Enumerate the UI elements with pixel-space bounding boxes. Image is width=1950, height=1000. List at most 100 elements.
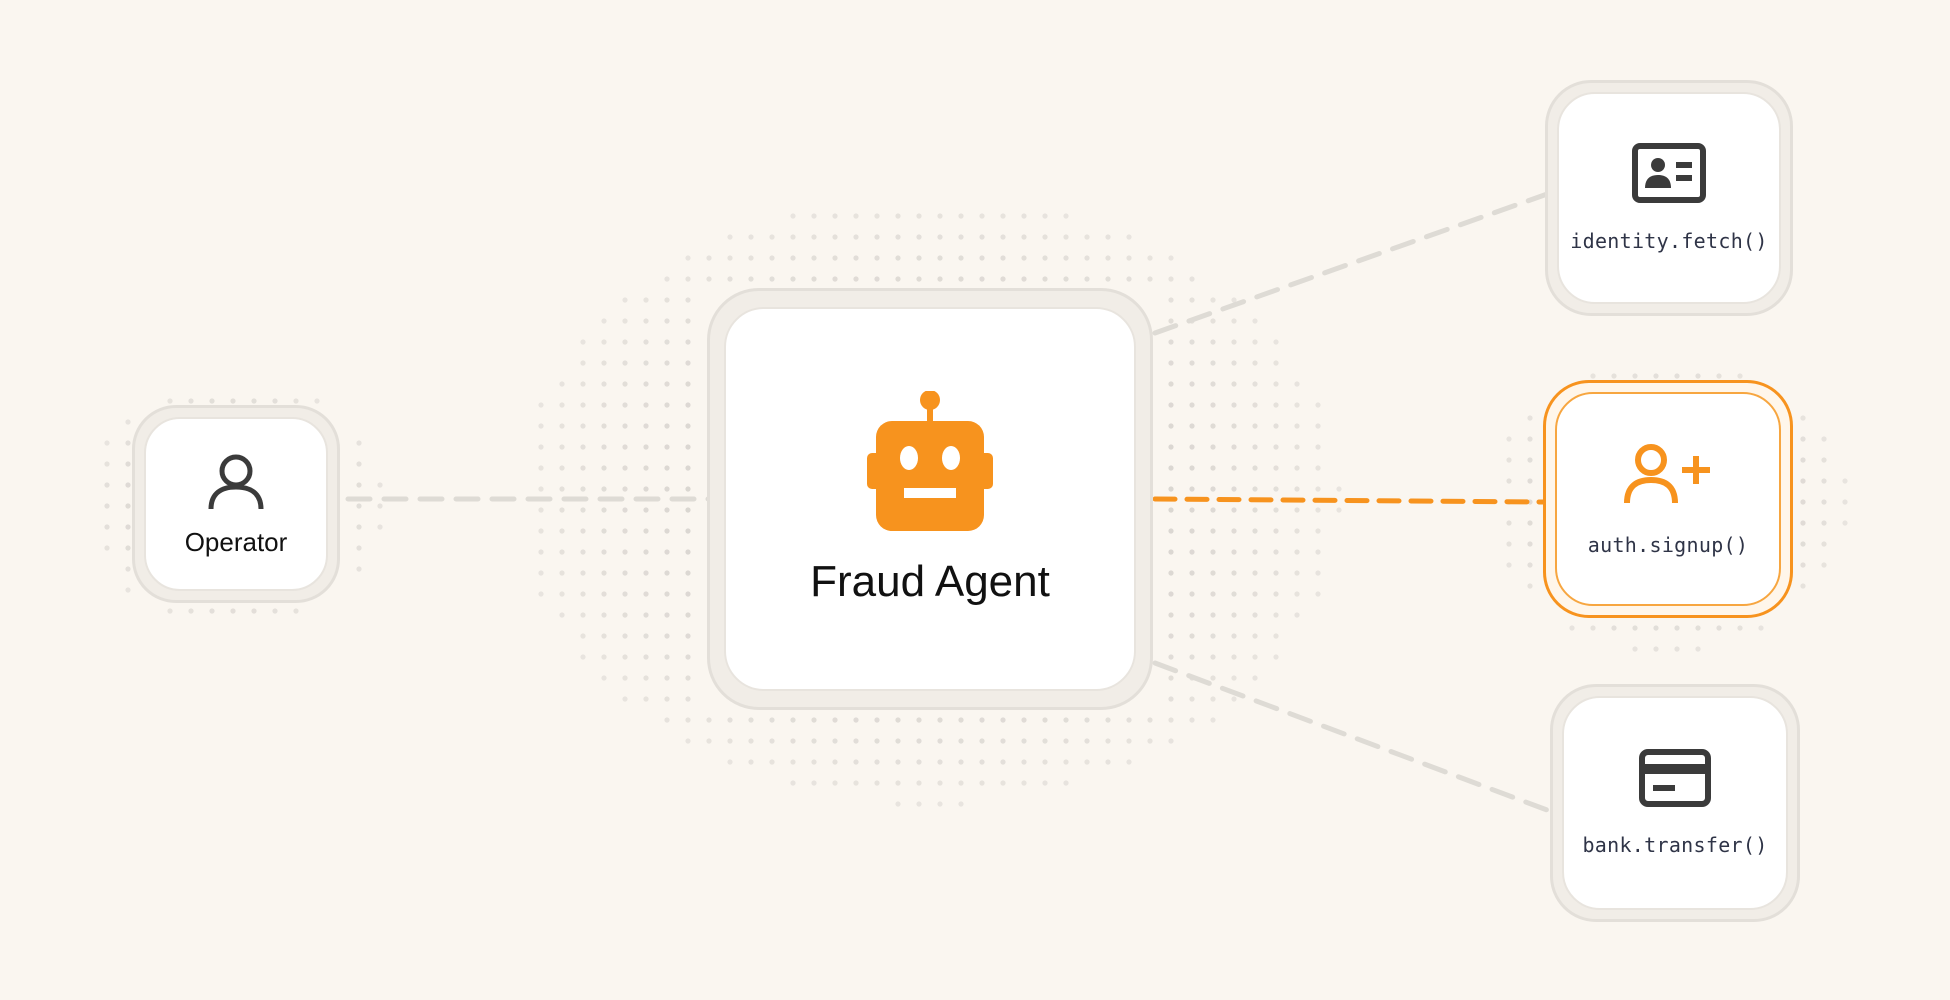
background-dot xyxy=(356,482,362,488)
background-dot xyxy=(104,482,110,488)
background-dot xyxy=(622,654,628,660)
background-dot xyxy=(1800,457,1806,463)
id-card-icon xyxy=(1632,143,1706,203)
background-dot xyxy=(1231,591,1237,597)
background-dot xyxy=(622,360,628,366)
background-dot xyxy=(559,528,565,534)
background-dot xyxy=(1210,360,1216,366)
background-dot xyxy=(580,339,586,345)
background-dot xyxy=(1611,625,1617,631)
background-dot xyxy=(685,255,691,261)
background-dot xyxy=(1084,255,1090,261)
background-dot xyxy=(1653,625,1659,631)
agent-label: Fraud Agent xyxy=(810,557,1050,606)
background-dot xyxy=(1105,276,1111,282)
background-dot xyxy=(1842,478,1848,484)
background-dot xyxy=(1231,402,1237,408)
tool-node-auth-signup[interactable]: auth.signup() xyxy=(1543,380,1793,618)
background-dot xyxy=(1800,583,1806,589)
background-dot xyxy=(1252,591,1258,597)
background-dot xyxy=(1252,465,1258,471)
background-dot xyxy=(685,486,691,492)
background-dot xyxy=(230,608,236,614)
background-dot xyxy=(1063,276,1069,282)
background-dot xyxy=(979,276,985,282)
edge-agent-auth xyxy=(1152,496,1548,505)
background-dot xyxy=(811,276,817,282)
background-dot xyxy=(1315,507,1321,513)
tool-node-bank-transfer[interactable]: bank.transfer() xyxy=(1550,684,1800,922)
background-dot xyxy=(1273,444,1279,450)
background-dot xyxy=(643,570,649,576)
background-dot xyxy=(811,213,817,219)
background-dot xyxy=(1716,625,1722,631)
background-dot xyxy=(601,675,607,681)
background-dot xyxy=(1168,570,1174,576)
background-dot xyxy=(874,780,880,786)
background-dot xyxy=(895,801,901,807)
background-dot xyxy=(1632,625,1638,631)
background-dot xyxy=(958,255,964,261)
background-dot xyxy=(622,675,628,681)
background-dot xyxy=(664,717,670,723)
background-dot xyxy=(538,423,544,429)
background-dot xyxy=(1021,234,1027,240)
background-dot xyxy=(1084,738,1090,744)
background-dot xyxy=(853,276,859,282)
background-dot xyxy=(1252,381,1258,387)
background-dot xyxy=(1168,402,1174,408)
background-dot xyxy=(685,549,691,555)
background-dot xyxy=(685,360,691,366)
background-dot xyxy=(769,234,775,240)
background-dot xyxy=(1252,612,1258,618)
background-dot xyxy=(1527,478,1533,484)
background-dot xyxy=(1273,465,1279,471)
background-dot xyxy=(1105,717,1111,723)
background-dot xyxy=(1273,339,1279,345)
background-dot xyxy=(958,780,964,786)
background-dot xyxy=(727,255,733,261)
background-dot xyxy=(1252,549,1258,555)
background-dot xyxy=(622,570,628,576)
operator-node[interactable]: Operator xyxy=(132,405,340,603)
background-dot xyxy=(1189,360,1195,366)
background-dot xyxy=(1674,625,1680,631)
background-dot xyxy=(643,318,649,324)
background-dot xyxy=(601,486,607,492)
background-dot xyxy=(209,398,215,404)
background-dot xyxy=(664,318,670,324)
tool-node-identity-fetch[interactable]: identity.fetch() xyxy=(1545,80,1793,316)
background-dot xyxy=(104,545,110,551)
background-dot xyxy=(1189,444,1195,450)
background-dot xyxy=(1231,360,1237,366)
background-dot xyxy=(1147,276,1153,282)
background-dot xyxy=(937,276,943,282)
fraud-agent-node[interactable]: Fraud Agent xyxy=(707,288,1153,710)
background-dot xyxy=(895,234,901,240)
background-dot xyxy=(601,612,607,618)
background-dot xyxy=(643,402,649,408)
background-dot xyxy=(643,444,649,450)
background-dot xyxy=(916,213,922,219)
background-dot xyxy=(748,738,754,744)
background-dot xyxy=(601,549,607,555)
background-dot xyxy=(1168,339,1174,345)
background-dot xyxy=(559,381,565,387)
background-dot xyxy=(580,528,586,534)
background-dot xyxy=(377,482,383,488)
background-dot xyxy=(769,759,775,765)
background-dot xyxy=(1189,297,1195,303)
background-dot xyxy=(559,486,565,492)
background-dot xyxy=(643,633,649,639)
background-dot xyxy=(1695,646,1701,652)
background-dot xyxy=(104,503,110,509)
background-dot xyxy=(1000,717,1006,723)
background-dot xyxy=(1273,360,1279,366)
background-dot xyxy=(167,398,173,404)
background-dot xyxy=(643,339,649,345)
background-dot xyxy=(125,566,131,572)
background-dot xyxy=(1273,570,1279,576)
background-dot xyxy=(1042,213,1048,219)
background-dot xyxy=(1147,738,1153,744)
background-dot xyxy=(622,633,628,639)
